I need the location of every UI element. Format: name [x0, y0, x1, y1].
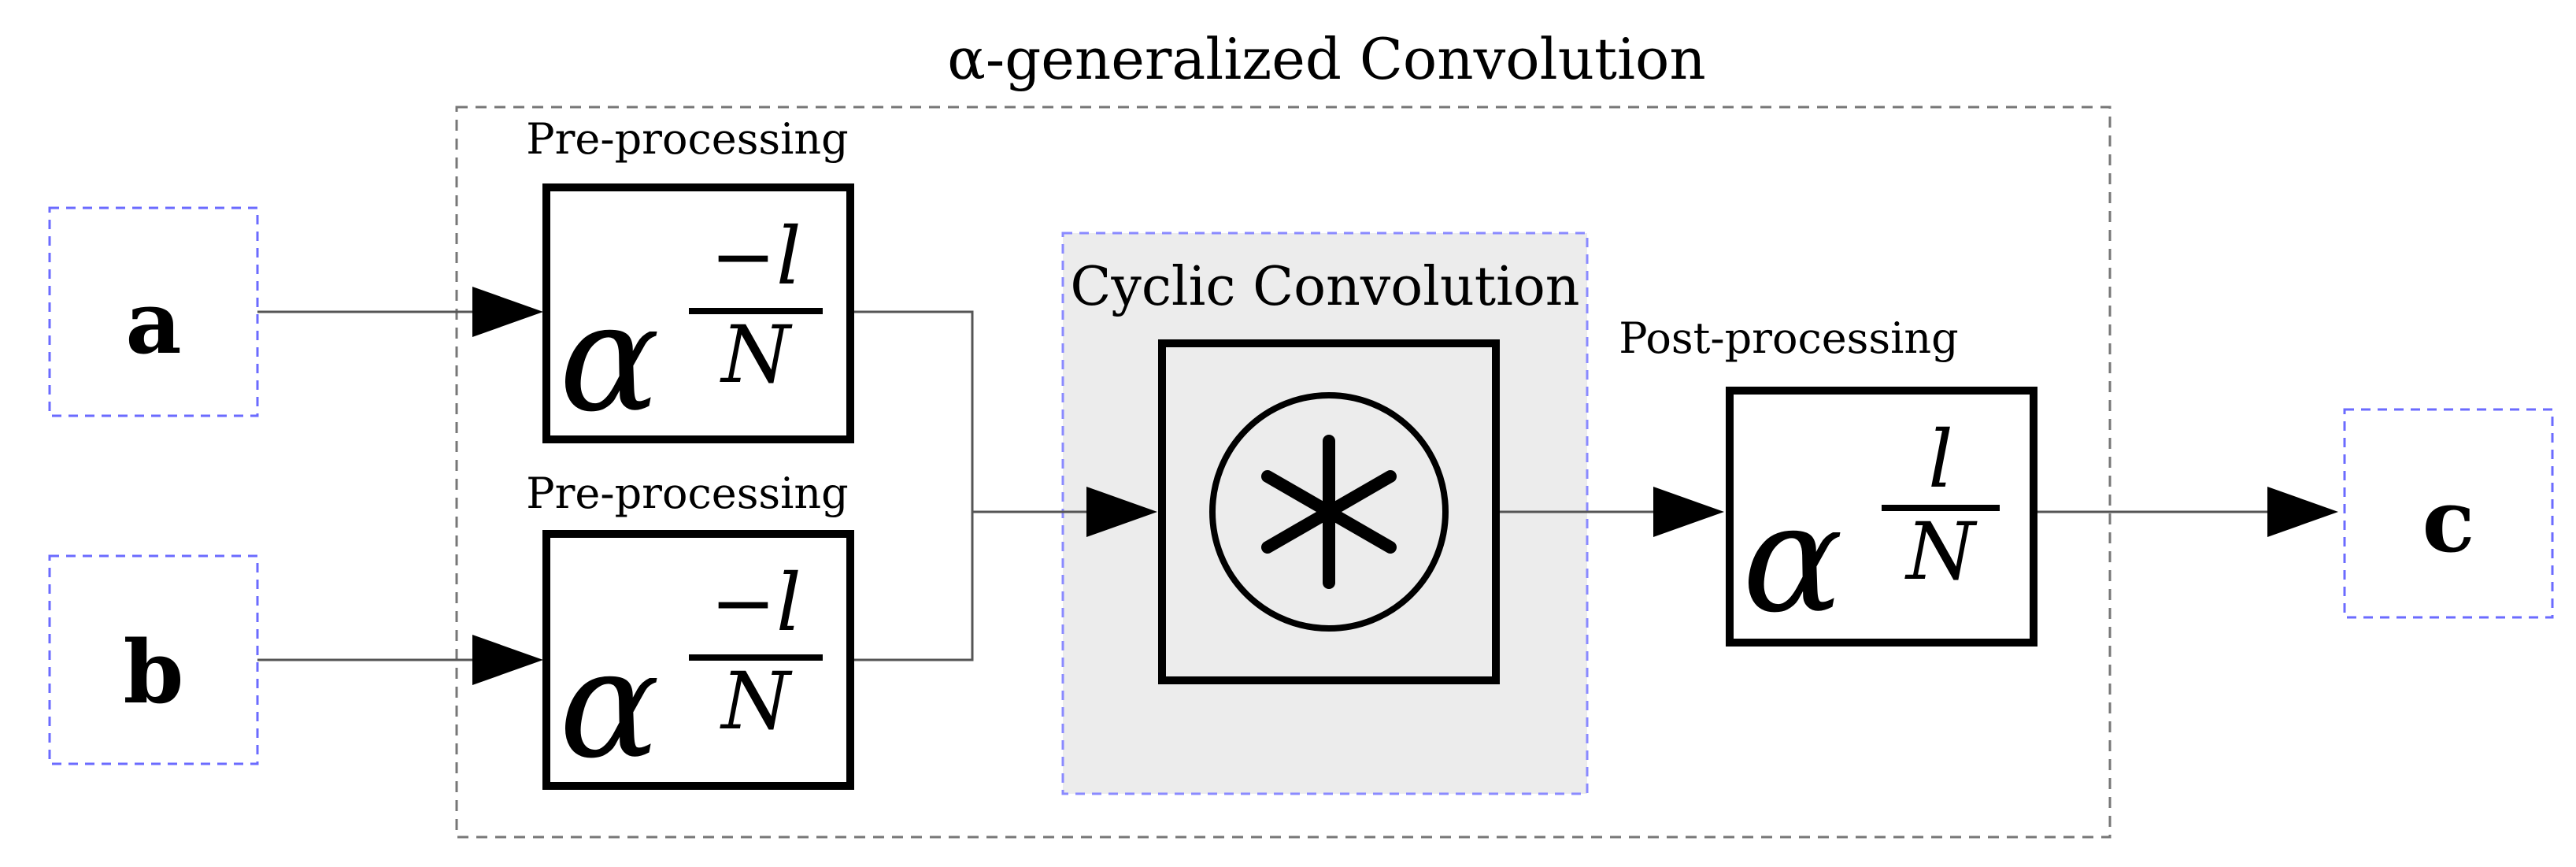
- wires: [257, 310, 2267, 661]
- arrow-into-conv: [1086, 487, 1157, 537]
- post-processing-label: Post-processing: [1619, 313, 1958, 363]
- pre-top-exp-den: N: [720, 309, 793, 401]
- convolution-asterisk-icon: [1261, 435, 1397, 589]
- pre-bottom-exp-den: N: [720, 655, 793, 747]
- pre-bottom-alpha: α: [559, 617, 660, 791]
- arrowheads: [472, 287, 2338, 685]
- pre-processing-bottom-label: Pre-processing: [526, 469, 848, 518]
- pre-top-alpha: α: [559, 271, 660, 445]
- cyclic-convolution-label: Cyclic Convolution: [1070, 256, 1579, 318]
- post-exp-den: N: [1904, 506, 1978, 598]
- input-b-box: [48, 554, 259, 765]
- convolution-operator-circle: [1209, 392, 1449, 632]
- group-title: α-generalized Convolution: [947, 26, 1705, 92]
- arrow-into-pre-top: [472, 287, 543, 337]
- output-c-box: [2343, 408, 2554, 619]
- wire-pre-top-to-merge: [854, 310, 974, 512]
- pre-bottom-exp-num: −l: [710, 557, 801, 649]
- arrow-into-post: [1653, 487, 1724, 537]
- post-alpha: α: [1742, 472, 1843, 646]
- input-b-label: b: [124, 621, 184, 723]
- arrow-into-output: [2267, 487, 2338, 537]
- pre-processing-top-label: Pre-processing: [526, 114, 848, 164]
- arrow-into-pre-bottom: [472, 635, 543, 685]
- post-processing-box: [1726, 387, 2037, 647]
- input-a-box: [48, 206, 259, 417]
- pre-top-exp-num: −l: [710, 210, 801, 302]
- wire-pre-bottom-to-merge: [854, 512, 974, 661]
- output-c-label: c: [2422, 470, 2475, 572]
- input-a-label: a: [125, 272, 181, 373]
- post-exp-num: l: [1928, 413, 1953, 506]
